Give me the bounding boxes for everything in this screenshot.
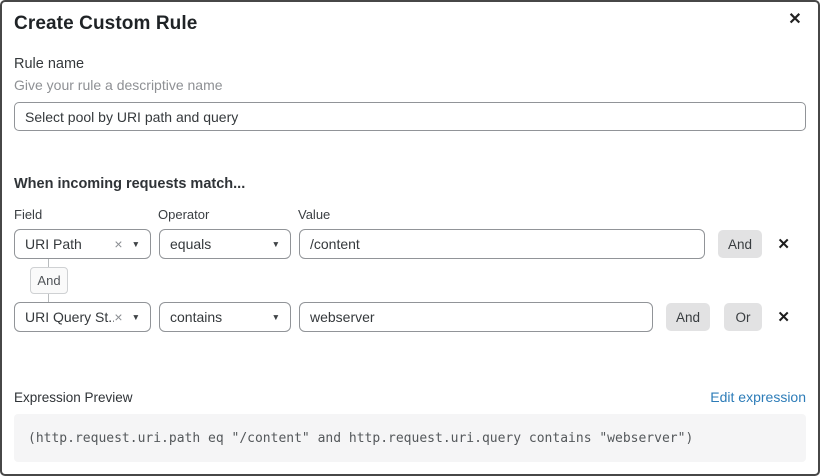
field-select[interactable]: URI Query St... × ▼ — [14, 302, 151, 332]
chevron-down-icon: ▼ — [271, 311, 280, 322]
rule-name-input[interactable] — [14, 102, 806, 131]
rule-name-label: Rule name — [14, 56, 85, 72]
operator-select-value: equals — [170, 236, 212, 252]
operator-select[interactable]: equals ▼ — [159, 229, 291, 259]
clear-icon[interactable]: × — [114, 309, 123, 325]
chevron-down-icon: ▼ — [131, 311, 140, 322]
and-button[interactable]: And — [666, 303, 711, 331]
value-input[interactable] — [299, 229, 705, 259]
value-column-label: Value — [298, 207, 331, 222]
operator-select[interactable]: contains ▼ — [159, 302, 291, 332]
condition-connector: And — [14, 259, 74, 302]
remove-condition-icon[interactable]: ✕ — [777, 308, 790, 326]
operator-select-value: contains — [170, 309, 223, 325]
match-section-heading: When incoming requests match... — [14, 176, 246, 192]
expression-preview-header: Expression Preview Edit expression — [14, 389, 806, 405]
field-column-label: Field — [14, 207, 43, 222]
connector-line — [48, 294, 49, 302]
edit-expression-link[interactable]: Edit expression — [710, 389, 806, 405]
remove-condition-icon[interactable]: ✕ — [777, 235, 790, 253]
chevron-down-icon: ▼ — [131, 238, 140, 249]
and-connector-pill: And — [30, 267, 68, 294]
field-select-value: URI Path — [25, 236, 82, 252]
or-button[interactable]: Or — [724, 303, 763, 331]
column-labels: Field Operator Value — [14, 207, 806, 222]
clear-icon[interactable]: × — [114, 236, 123, 252]
condition-row: URI Query St... × ▼ contains ▼ And Or ✕ — [14, 302, 806, 332]
and-button[interactable]: And — [718, 230, 763, 258]
close-icon[interactable]: ✕ — [784, 8, 806, 30]
rule-name-helper: Give your rule a descriptive name — [14, 77, 223, 93]
field-select-value: URI Query St... — [25, 309, 115, 325]
condition-row: URI Path × ▼ equals ▼ And ✕ — [14, 229, 806, 259]
expression-code-block: (http.request.uri.path eq "/content" and… — [14, 414, 806, 462]
chevron-down-icon: ▼ — [271, 238, 280, 249]
connector-line — [48, 259, 49, 267]
operator-column-label: Operator — [158, 207, 210, 222]
expression-preview-label: Expression Preview — [14, 389, 133, 405]
value-input[interactable] — [299, 302, 653, 332]
dialog-title: Create Custom Rule — [14, 13, 198, 34]
field-select[interactable]: URI Path × ▼ — [14, 229, 151, 259]
